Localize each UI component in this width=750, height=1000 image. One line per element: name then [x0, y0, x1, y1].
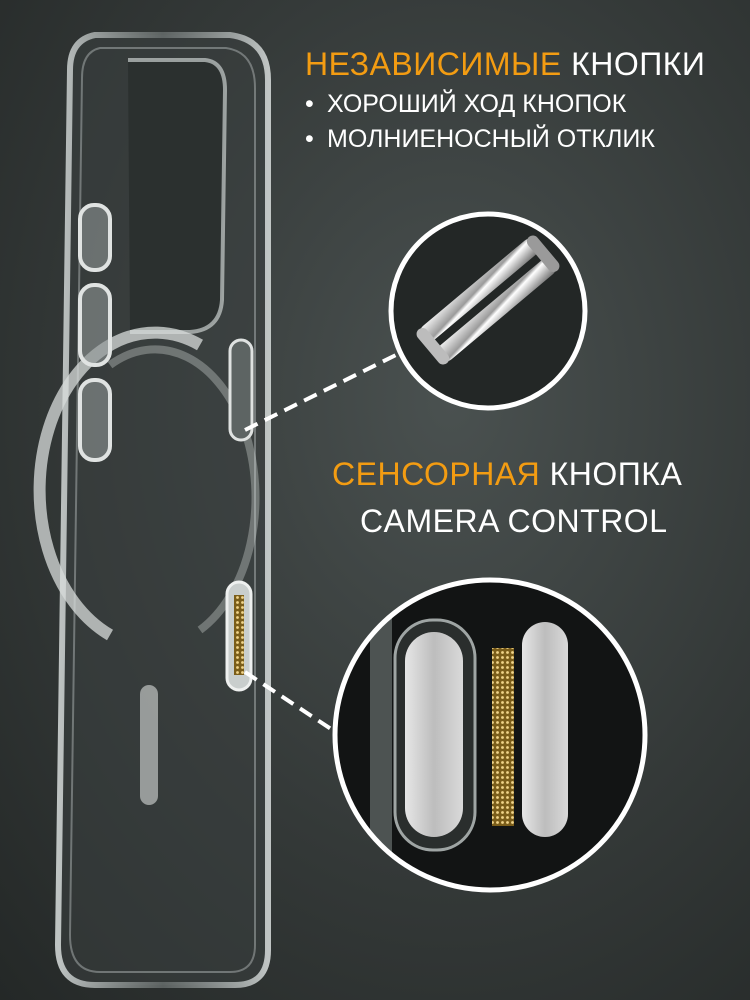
zoom-circle-sensor [332, 577, 648, 893]
heading-rest: КНОПКИ [561, 46, 706, 82]
heading-independent-buttons: НЕЗАВИСИМЫЕ КНОПКИ [305, 46, 705, 83]
bullet-symbol: • [305, 90, 314, 118]
heading-accent: СЕНСОРНАЯ [332, 456, 541, 492]
bullet-item: • МОЛНИЕНОСНЫЙ ОТКЛИК [305, 125, 655, 154]
heading-accent: НЕЗАВИСИМЫЕ [305, 46, 562, 82]
phone-case [33, 32, 271, 988]
bullet-text: ХОРОШИЙ ХОД КНОПОК [327, 90, 627, 118]
zoom-circle-buttons [388, 211, 588, 411]
heading-camera-control: CAMERA CONTROL [360, 503, 668, 539]
bullet-text: МОЛНИЕНОСНЫЙ ОТКЛИК [327, 125, 655, 153]
bullet-item: • ХОРОШИЙ ХОД КНОПОК [305, 90, 626, 119]
callout-line-buttons [244, 346, 411, 432]
bullet-symbol: • [305, 125, 314, 153]
heading-sensor-button: СЕНСОРНАЯ КНОПКА [332, 456, 682, 493]
heading-rest: КНОПКА [540, 456, 683, 492]
